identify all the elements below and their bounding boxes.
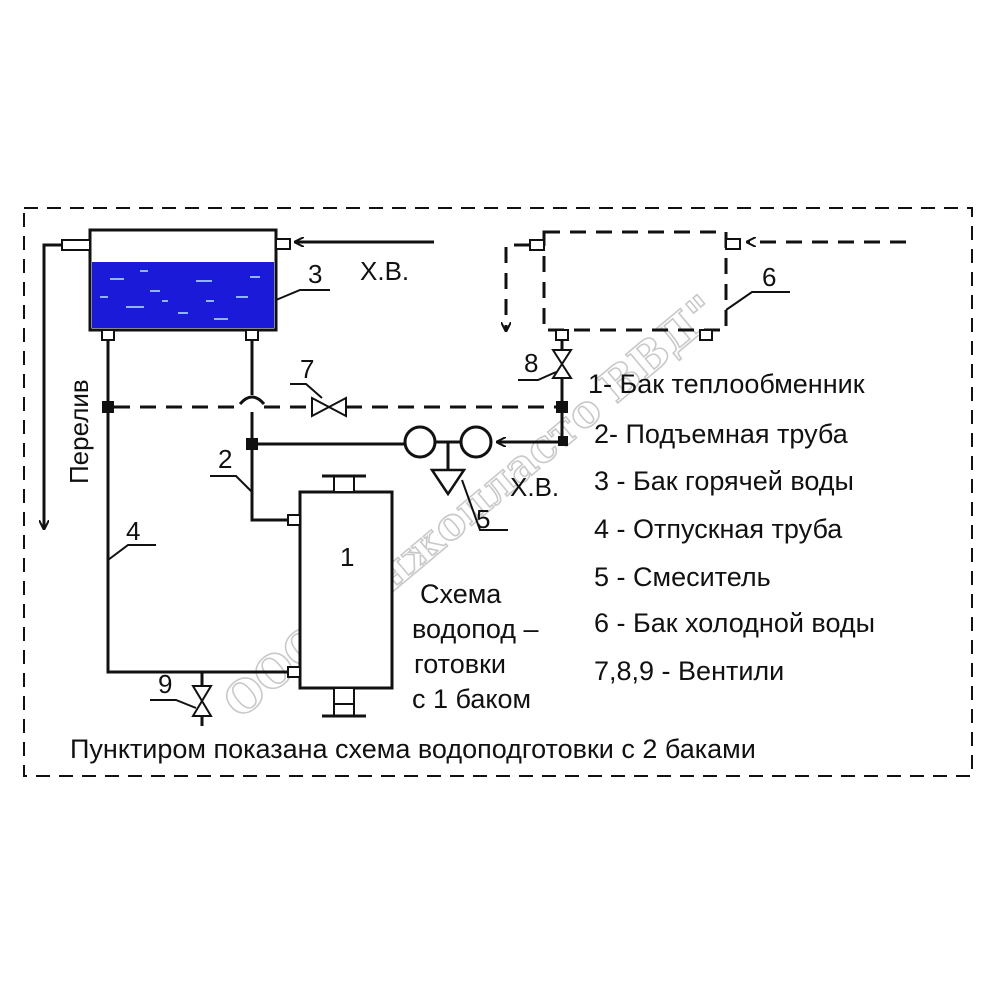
label-3: 3 (308, 259, 322, 289)
label-6: 6 (762, 262, 776, 292)
valve-7 (311, 396, 347, 418)
leader-8 (518, 371, 557, 381)
cold-water-label-1: Х.В. (360, 256, 409, 286)
valve-8 (551, 349, 573, 379)
leader-2 (210, 475, 253, 493)
leader-7 (290, 383, 323, 399)
label-5: 5 (476, 504, 490, 534)
leader-3 (275, 289, 330, 301)
label-8: 8 (524, 348, 538, 378)
hot-water-tank-3 (61, 228, 291, 341)
leader-9 (150, 699, 197, 709)
legend-item: 7,8,9 - Вентили (594, 656, 784, 686)
svg-text:водопод –: водопод – (412, 614, 539, 644)
svg-text:Схема: Схема (420, 579, 502, 609)
label-7: 7 (300, 354, 314, 384)
leader-4 (107, 544, 156, 561)
cold-water-label-2: Х.В. (510, 472, 559, 502)
outer-dashed-frame (23, 207, 973, 777)
return-pipe-4 (106, 340, 290, 674)
label-9: 9 (158, 669, 172, 699)
legend-item: 4 - Отпускная труба (594, 514, 843, 544)
label-2: 2 (218, 444, 232, 474)
riser-pipe-2-lower (250, 412, 290, 522)
bottom-caption: Пунктиром показана схема водоподготовки … (70, 734, 756, 764)
legend-item: 5 - Смеситель (594, 562, 771, 592)
junction-riser (246, 438, 258, 450)
overflow-label: Перелив (64, 379, 94, 484)
legend-item: 3 - Бак горячей воды (594, 466, 854, 496)
heat-exchanger-tank-1 (287, 474, 394, 718)
leader-5 (461, 479, 508, 531)
junction-left (102, 401, 114, 413)
junction-right-lower (558, 436, 568, 446)
scheme-note: Схема водопод – готовки с 1 баком (412, 579, 539, 714)
legend-item: 2- Подъемная труба (594, 419, 849, 449)
legend-item: 1- Бак теплообменник (588, 369, 865, 399)
valve-9 (191, 685, 213, 717)
pipe-crossing-bridge (238, 395, 266, 406)
mixer-5 (403, 425, 493, 497)
svg-text:с 1 баком: с 1 баком (412, 684, 531, 714)
junction-right-upper (556, 401, 568, 413)
cold-water-tank-6 (529, 230, 741, 341)
overflow-pipe (44, 243, 62, 528)
legend-item: 6 - Бак холодной воды (594, 608, 875, 638)
label-1: 1 (340, 542, 354, 572)
svg-text:готовки: готовки (414, 649, 506, 679)
leader-6 (725, 291, 790, 311)
legend: 1- Бак теплообменник 2- Подъемная труба … (588, 369, 875, 686)
tank6-overflow-dashed (506, 243, 530, 330)
label-4: 4 (126, 516, 140, 546)
